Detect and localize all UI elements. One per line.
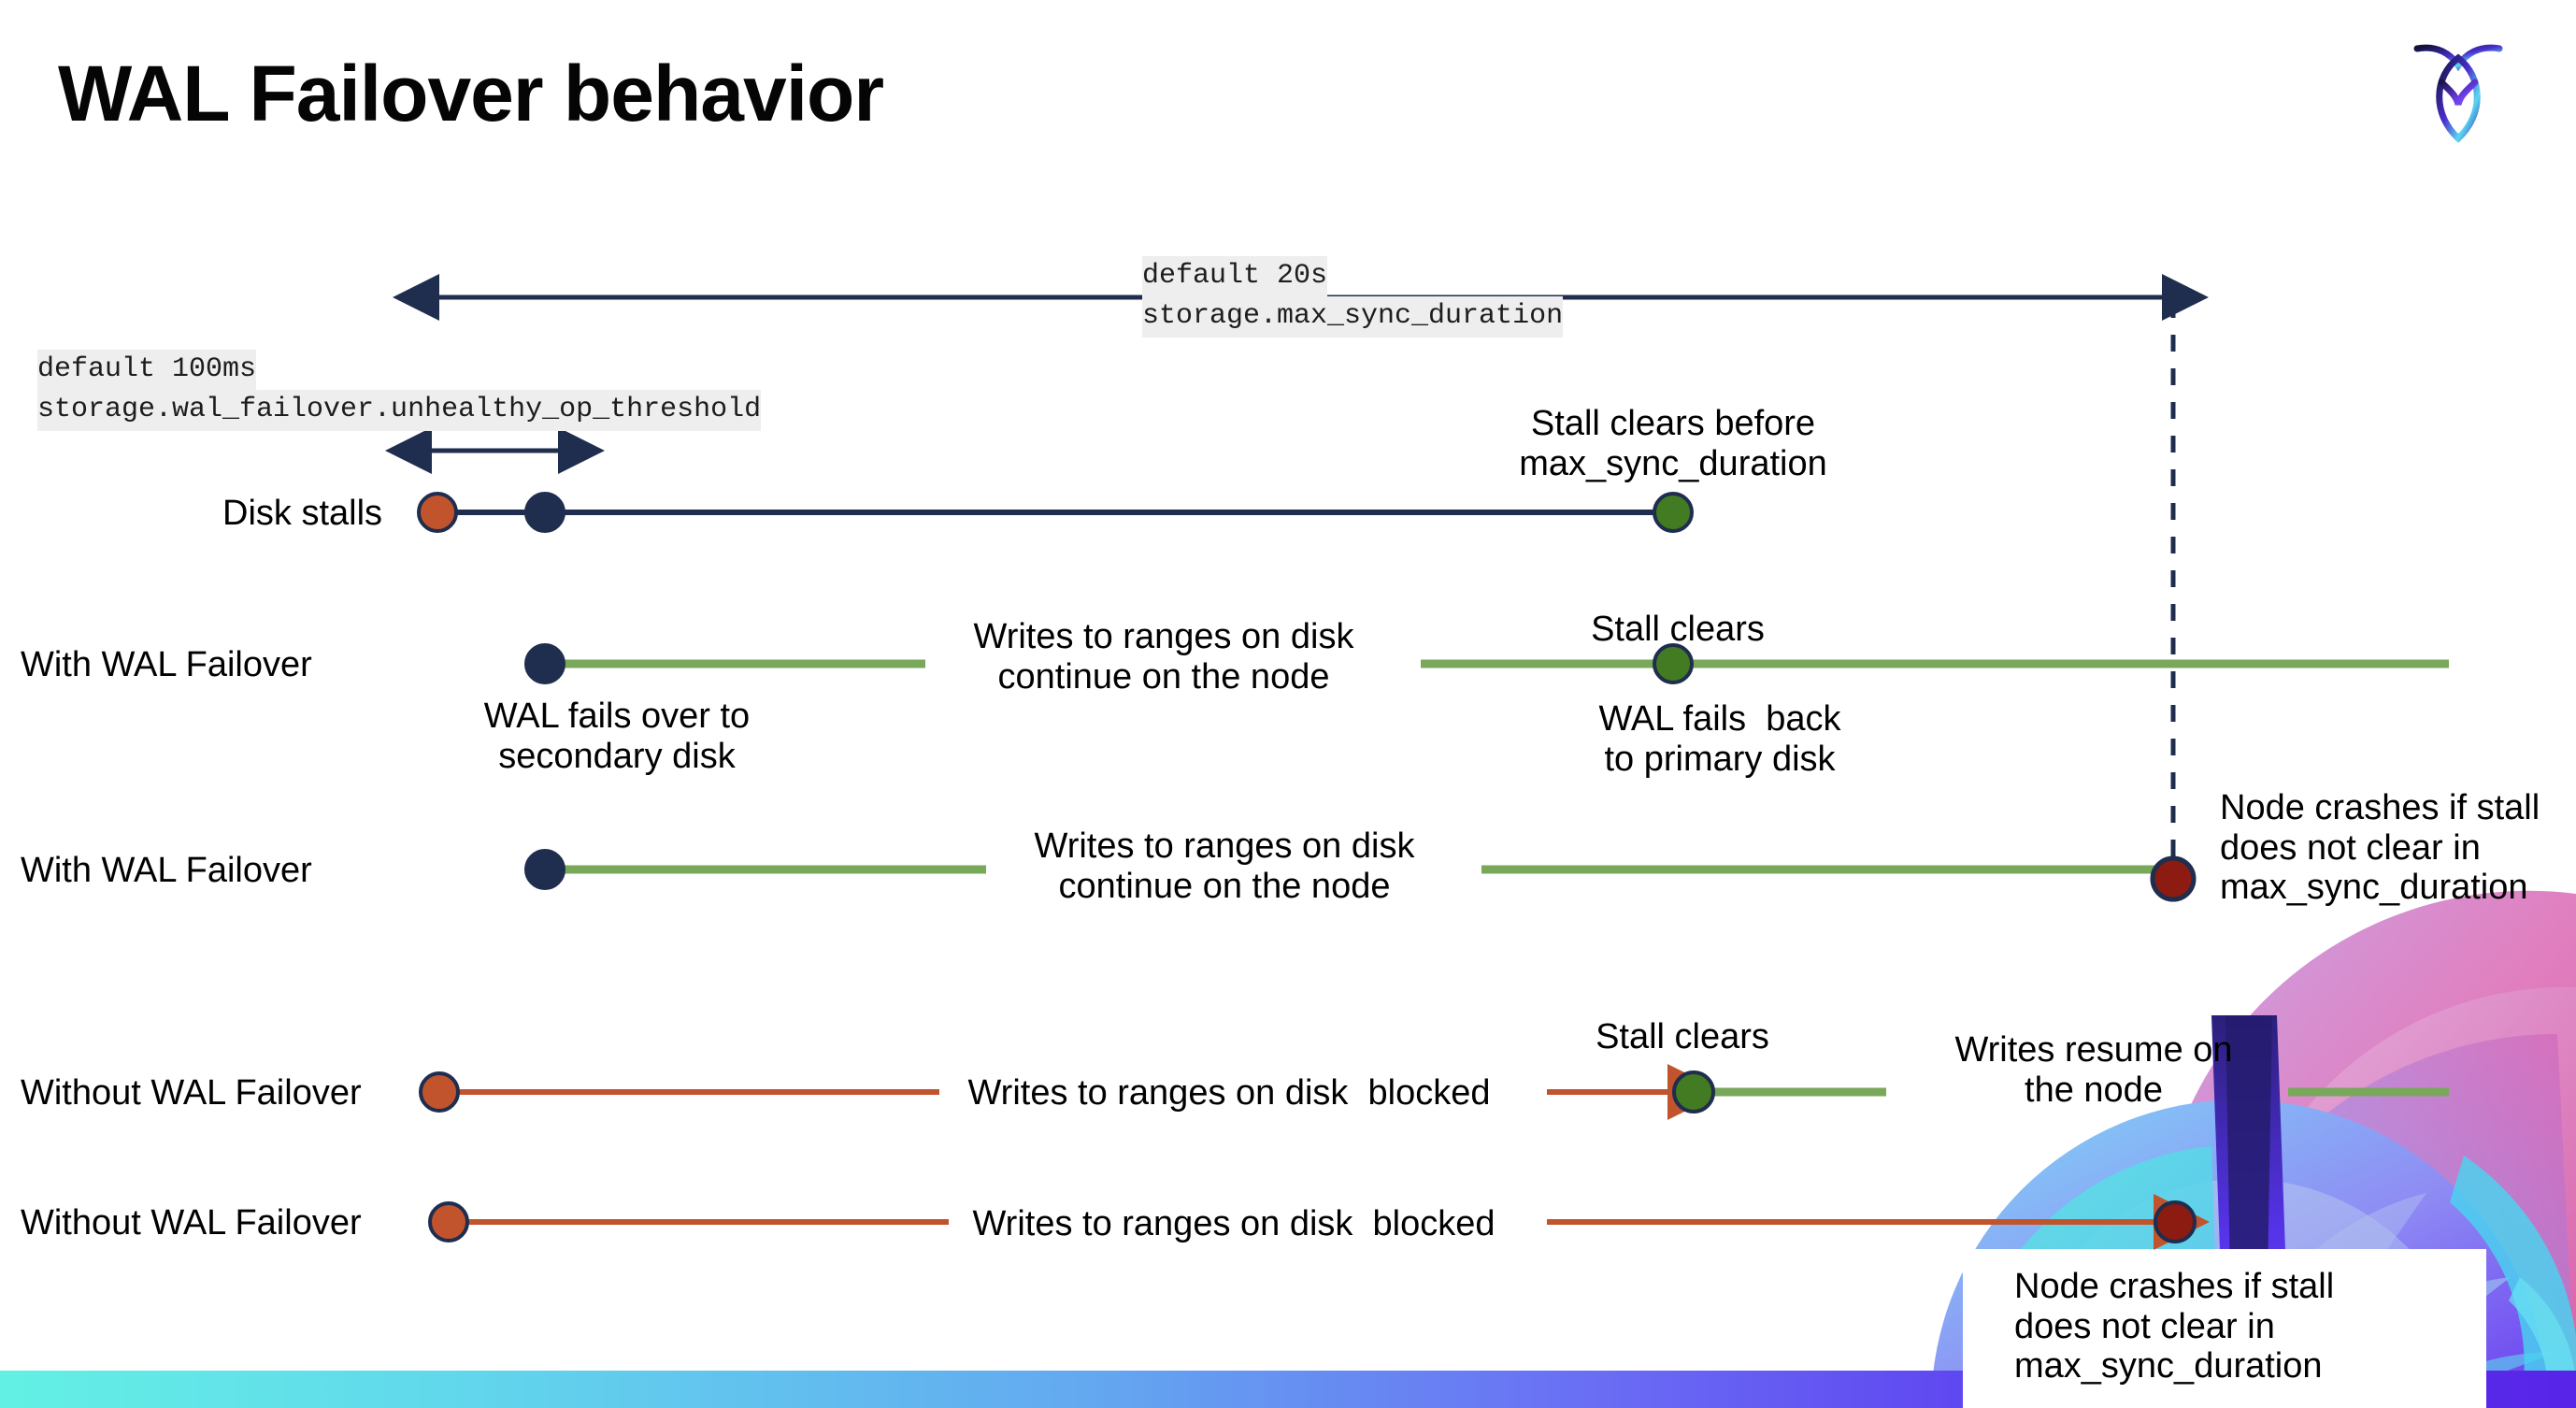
unhealthy-op-setting-label: storage.wal_failover.unhealthy_op_thresh… [37, 390, 762, 431]
note-node-crashes-row5: Node crashes if stall does not clear in … [2014, 1267, 2335, 1386]
row-without-failover-clears-track [419, 1064, 2449, 1120]
page-title: WAL Failover behavior [58, 50, 884, 137]
note-wal-fails-back: WAL fails back to primary disk [1598, 699, 1841, 779]
note-node-crashes-row3: Node crashes if stall does not clear in … [2220, 788, 2540, 908]
row-without-failover-crash-track [428, 1194, 2210, 1250]
stall-start-marker [419, 1071, 460, 1113]
row-with-failover-crash-track [524, 849, 2197, 902]
note-writes-blocked-row5: Writes to ranges on disk blocked [972, 1204, 1496, 1243]
note-stall-clears-row2: Stall clears [1591, 610, 1765, 649]
row-label-disk-stalls: Disk stalls [222, 494, 383, 533]
note-writes-continue-crash: Writes to ranges on disk continue on the… [1034, 826, 1415, 906]
stall-start-marker [428, 1201, 469, 1243]
stall-clear-marker [1653, 643, 1694, 684]
note-writes-blocked-row4: Writes to ranges on disk blocked [967, 1073, 1491, 1113]
cockroachdb-logo-icon [2413, 44, 2503, 143]
failover-marker [524, 492, 565, 533]
note-writes-resume: Writes resume on the node [1954, 1030, 2233, 1110]
row-label-without-wal-failover-clears: Without WAL Failover [21, 1073, 362, 1113]
node-crash-marker [2154, 1200, 2197, 1243]
max-sync-setting-label: storage.max_sync_duration [1142, 296, 1564, 338]
stall-start-marker [417, 492, 458, 533]
note-wal-fails-over: WAL fails over to secondary disk [483, 697, 751, 776]
row-label-without-wal-failover-crash: Without WAL Failover [21, 1203, 362, 1243]
row-disk-stalls-track [417, 492, 1694, 533]
note-writes-continue-clears: Writes to ranges on disk continue on the… [973, 617, 1354, 697]
row-with-failover-clears-track [524, 643, 2449, 684]
unhealthy-op-default-label: default 100ms [37, 350, 257, 391]
node-crash-marker [2150, 855, 2197, 902]
row-label-with-wal-failover-crash: With WAL Failover [21, 851, 312, 890]
row-label-with-wal-failover-clears: With WAL Failover [21, 645, 312, 684]
failover-marker [524, 643, 565, 684]
stall-clear-marker [1653, 492, 1694, 533]
note-stall-clears-before-max-sync: Stall clears before max_sync_duration [1519, 404, 1827, 483]
failover-marker [524, 849, 565, 890]
note-stall-clears-row4: Stall clears [1596, 1017, 1769, 1056]
caption-backdrop [1963, 1249, 2486, 1408]
max-sync-default-label: default 20s [1142, 256, 1328, 297]
stall-clear-marker [1672, 1070, 1715, 1113]
